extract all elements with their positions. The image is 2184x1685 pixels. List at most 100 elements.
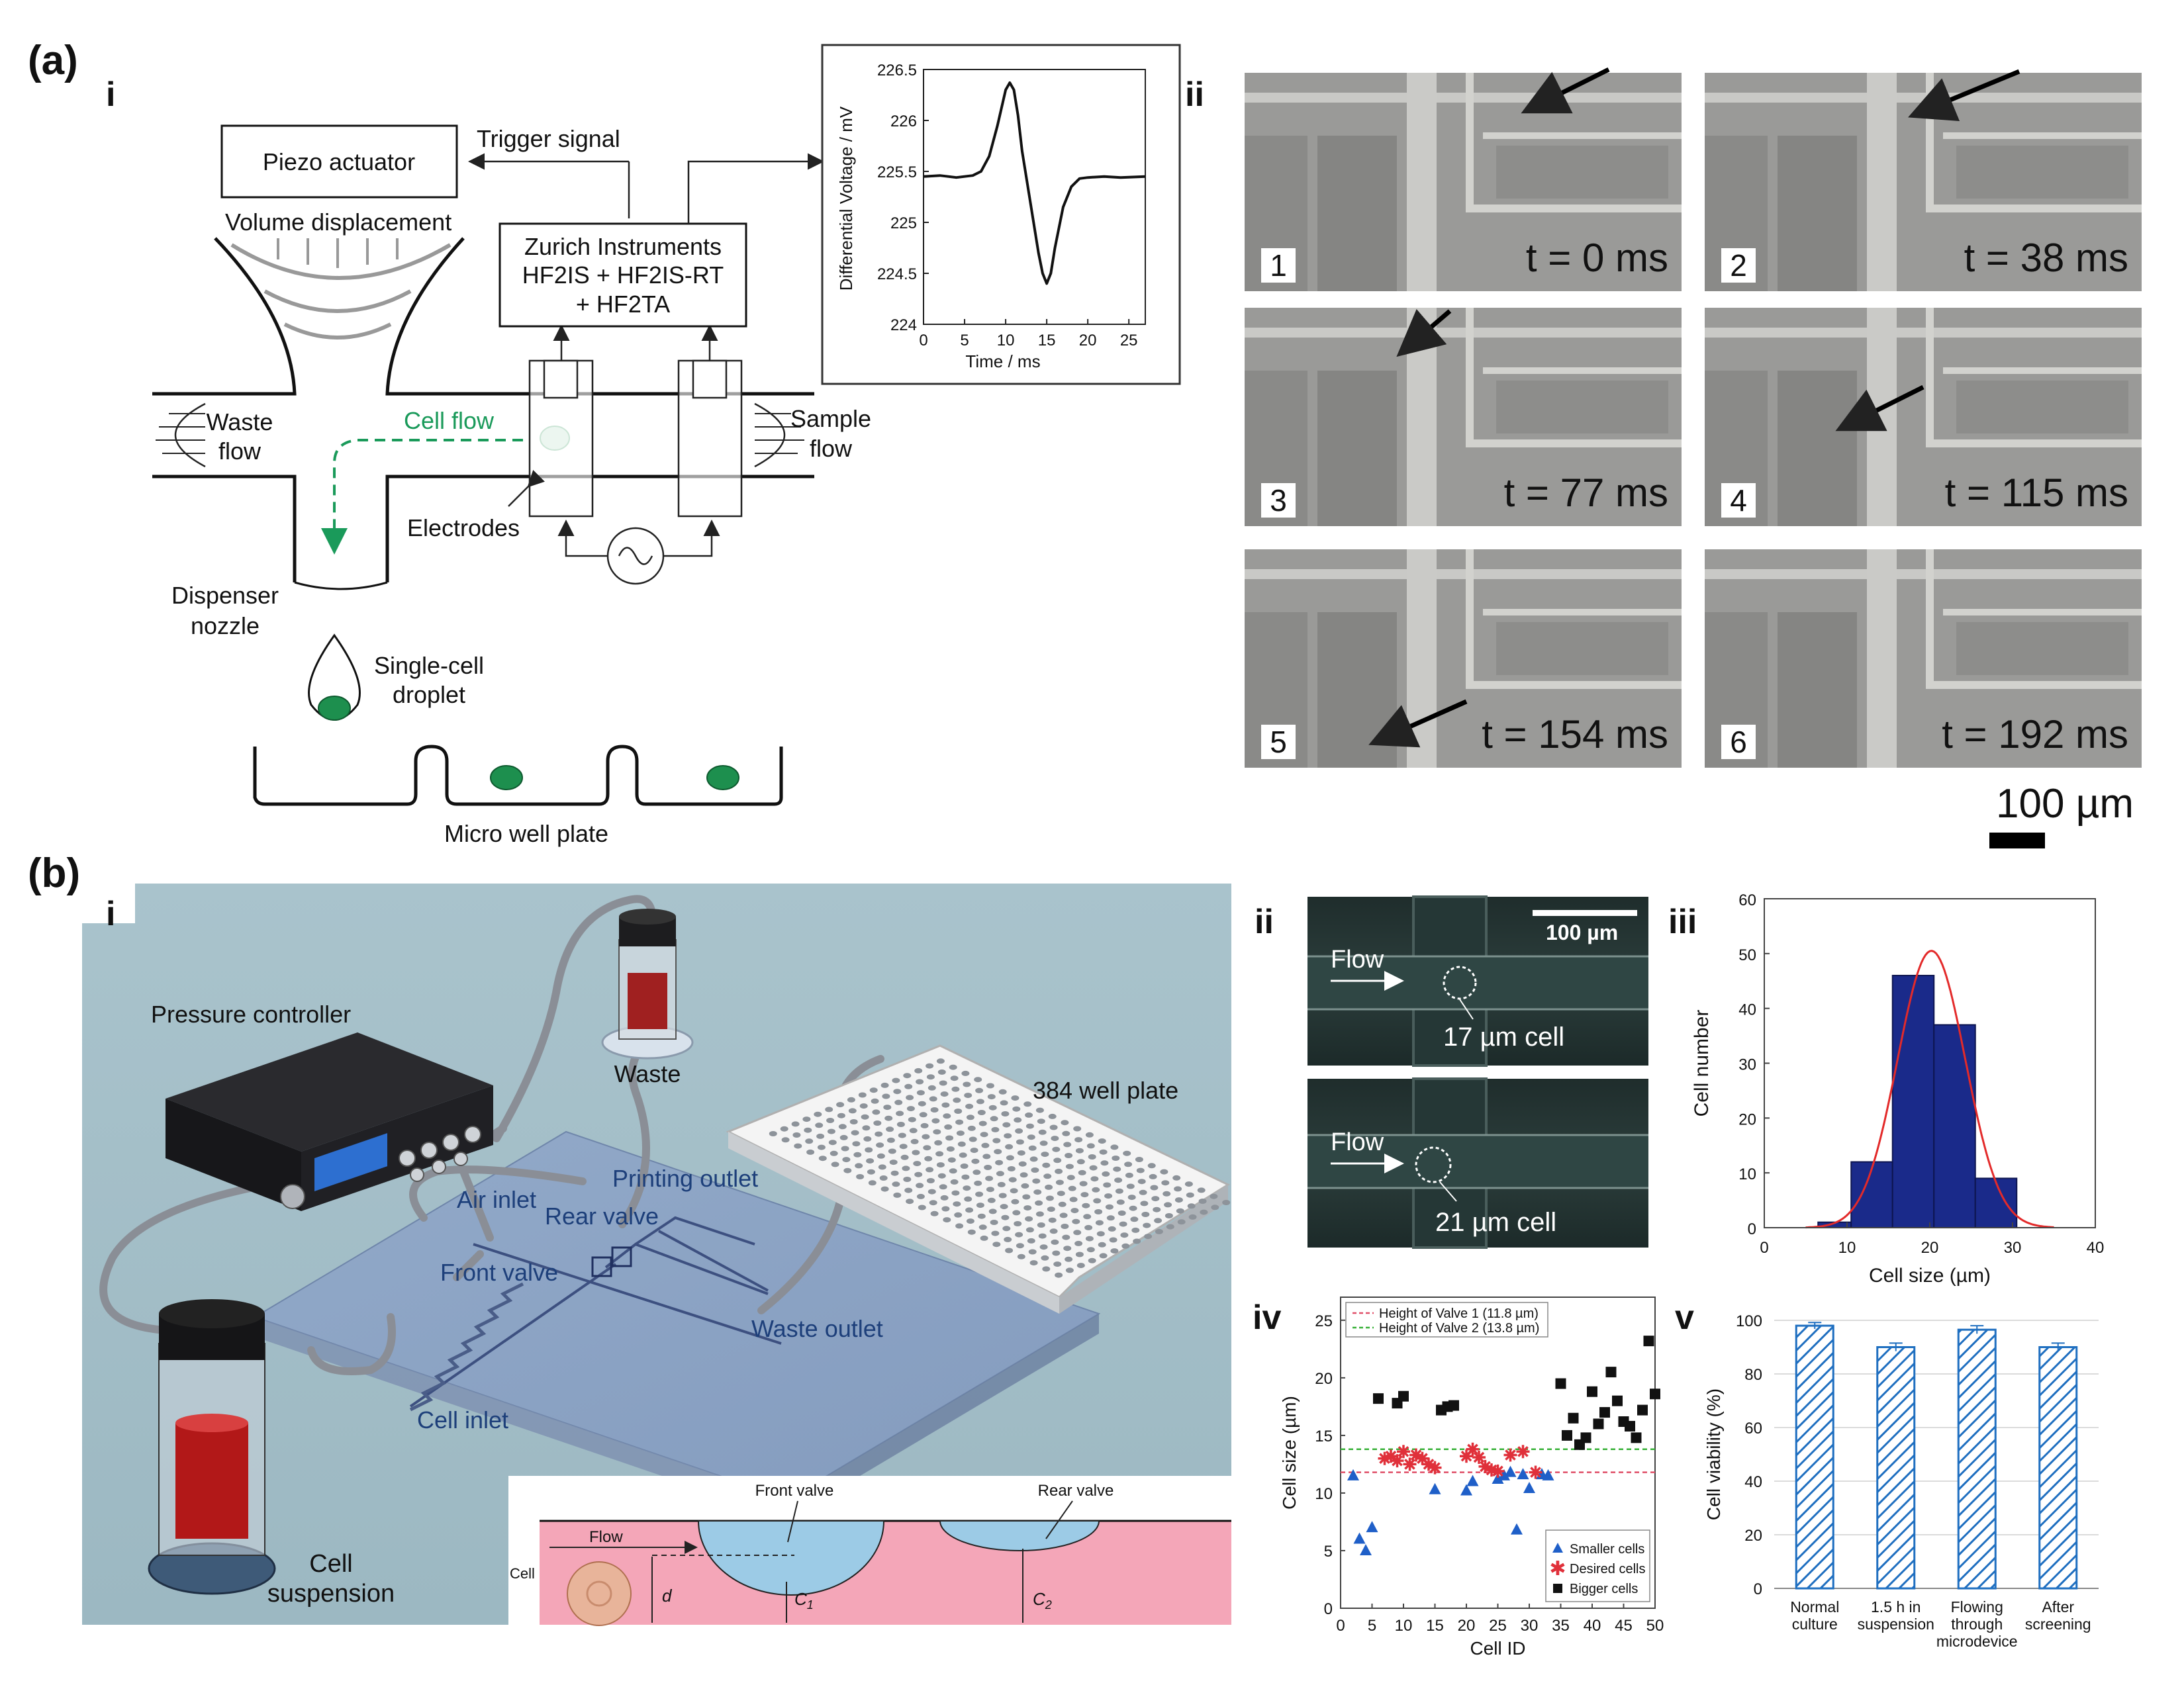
well — [926, 1063, 934, 1069]
well — [1109, 1237, 1117, 1243]
well — [1035, 1200, 1043, 1206]
well — [1062, 1130, 1070, 1136]
well — [906, 1095, 914, 1101]
well — [859, 1103, 868, 1109]
star-stroke — [1505, 1449, 1516, 1461]
panel-a-i-label: i — [106, 75, 115, 114]
well — [1094, 1209, 1103, 1214]
series-legend-label: Smaller cells — [1570, 1542, 1644, 1557]
well — [830, 1150, 838, 1156]
voltage-x-tick-label: 10 — [997, 332, 1015, 349]
droplet-label-2: droplet — [393, 681, 465, 708]
well — [988, 1208, 997, 1214]
well — [852, 1141, 861, 1147]
star-stroke — [1530, 1467, 1541, 1478]
well — [805, 1138, 814, 1144]
well — [1015, 1128, 1023, 1134]
well — [1004, 1236, 1012, 1242]
series-legend-box — [1545, 1529, 1650, 1602]
well — [992, 1138, 1001, 1144]
cell-inlet-label: Cell inlet — [417, 1406, 508, 1434]
well — [1106, 1215, 1115, 1221]
well — [986, 1187, 994, 1193]
well — [1053, 1261, 1062, 1267]
well — [1000, 1100, 1008, 1106]
viability-category-label: screening — [2025, 1616, 2091, 1633]
well — [1125, 1172, 1133, 1178]
histogram-xlabel: Cell size (µm) — [1869, 1265, 1991, 1287]
pressure-controller-label: Pressure controller — [151, 1001, 351, 1028]
frame-channel-top — [1245, 93, 1682, 103]
well — [880, 1186, 889, 1192]
well — [1058, 1201, 1067, 1207]
well — [1084, 1224, 1093, 1230]
well — [914, 1068, 923, 1073]
zurich-label-1: Zurich Instruments — [524, 233, 722, 260]
waste-flow-label-2: flow — [218, 437, 261, 465]
well — [936, 1162, 945, 1168]
viability-category-label: Flowing — [1951, 1598, 2003, 1616]
well — [977, 1110, 986, 1115]
well — [966, 1115, 974, 1120]
well — [839, 1134, 848, 1140]
well — [1129, 1205, 1137, 1211]
voltage-trace-line — [923, 81, 1146, 285]
micro-flow-label-2: Flow — [1331, 1128, 1384, 1156]
well — [935, 1151, 944, 1157]
well — [1098, 1242, 1106, 1248]
histogram-bar — [1891, 974, 1935, 1228]
well — [1006, 1155, 1014, 1161]
well — [802, 1116, 811, 1122]
panel-b-ii-label: ii — [1255, 903, 1274, 941]
well — [1163, 1191, 1171, 1197]
well — [1075, 1252, 1084, 1257]
well — [1015, 1232, 1023, 1238]
voltage-x-tick-label: 5 — [960, 332, 969, 349]
waste-label: Waste — [614, 1060, 681, 1087]
well — [1008, 1177, 1017, 1183]
well — [889, 1160, 898, 1165]
well — [977, 1213, 986, 1219]
well — [827, 1128, 835, 1134]
frame-number-box — [1261, 248, 1296, 283]
scatter-point-smaller — [1511, 1523, 1523, 1535]
well — [974, 1180, 982, 1186]
well — [1049, 1124, 1058, 1130]
panel-a-label: (a) — [28, 38, 78, 83]
scatter-point-smaller — [1429, 1482, 1441, 1494]
frame-number-box — [1721, 248, 1756, 283]
well — [1067, 1175, 1075, 1181]
viability-y-tick-label: 100 — [1736, 1312, 1762, 1330]
micro-scalebar-label: 100 µm — [1546, 921, 1618, 944]
viability-bar — [1876, 1346, 1916, 1590]
scatter-y-tick-label: 15 — [1315, 1428, 1333, 1445]
well — [1045, 1195, 1054, 1201]
well — [1057, 1191, 1065, 1197]
well — [1117, 1210, 1126, 1216]
well — [1092, 1187, 1100, 1193]
well — [1018, 1161, 1027, 1167]
voltage-xlabel: Time / ms — [965, 351, 1040, 371]
well — [1017, 1253, 1025, 1259]
well — [1153, 1207, 1161, 1212]
well — [838, 1124, 847, 1130]
well — [939, 1184, 947, 1190]
star-stroke — [1492, 1465, 1503, 1477]
well — [1037, 1118, 1045, 1124]
well — [944, 1124, 953, 1130]
viability-ylabel: Cell viability (%) — [1703, 1389, 1724, 1520]
inset-c2-label: C2 — [1033, 1589, 1052, 1612]
viability-category-label: Normal — [1790, 1598, 1839, 1616]
well — [997, 1181, 1006, 1187]
well — [919, 1112, 927, 1118]
well — [964, 1093, 973, 1099]
well — [1126, 1183, 1135, 1189]
well — [1035, 1211, 1044, 1217]
well — [872, 1109, 880, 1115]
well — [1061, 1224, 1069, 1229]
well — [965, 1207, 974, 1213]
well — [806, 1149, 815, 1155]
